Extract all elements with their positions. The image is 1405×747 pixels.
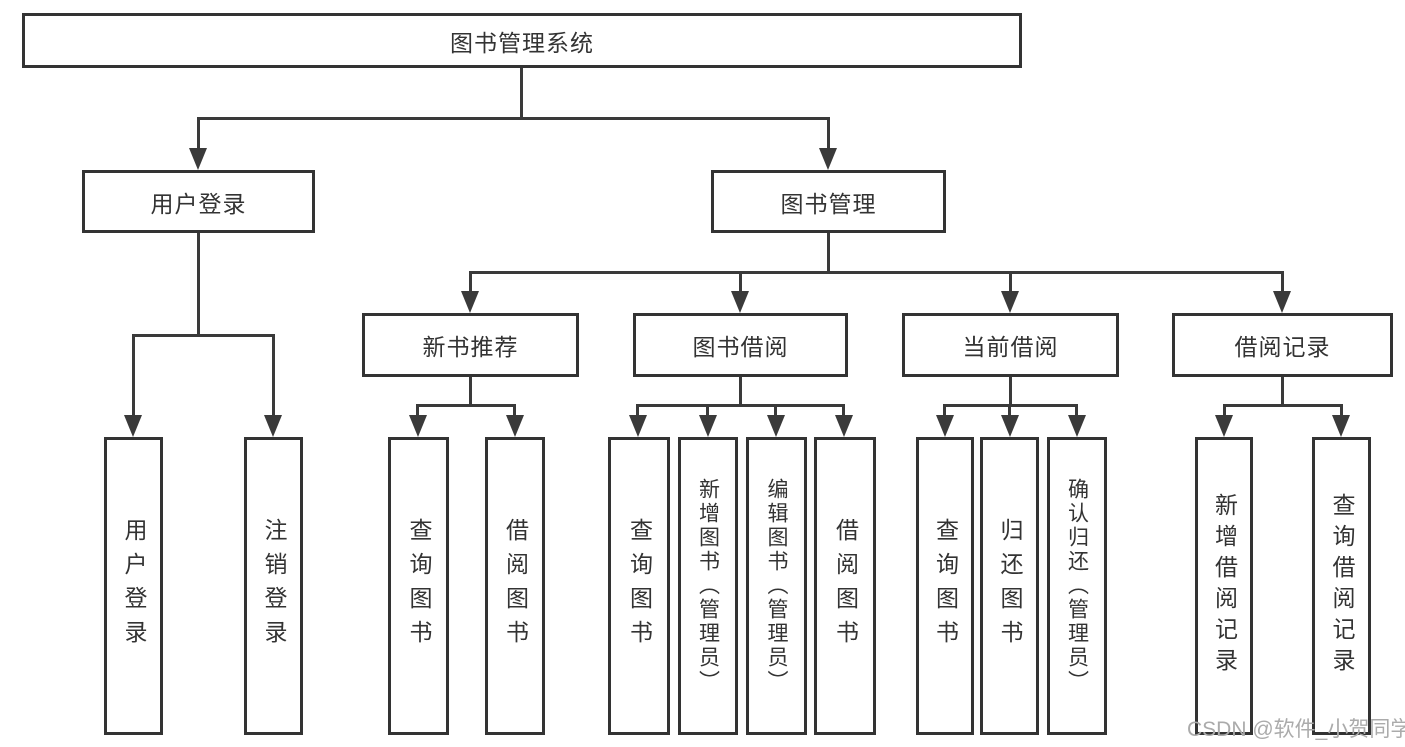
arrowhead-down-icon <box>699 415 717 437</box>
connector-line <box>416 404 419 418</box>
leaf-query-borrow-record: 查询借阅记录 <box>1312 437 1371 735</box>
node-borrowing-records-label: 借阅记录 <box>1234 334 1331 360</box>
connector-line <box>1340 404 1343 418</box>
connector-line <box>1009 377 1012 407</box>
node-book-management-label: 图书管理 <box>780 190 877 217</box>
leaf-query-books-3: 查询图书 <box>916 437 974 735</box>
arrowhead-down-icon <box>936 415 954 437</box>
leaf-query-borrow-record-label: 查询借阅记录 <box>1329 493 1355 679</box>
leaf-borrow-books-1-label: 借阅图书 <box>502 518 529 654</box>
leaf-borrow-books-2: 借阅图书 <box>814 437 876 735</box>
arrowhead-down-icon <box>1068 415 1086 437</box>
node-user-login: 用户登录 <box>82 170 315 233</box>
connector-line <box>197 117 830 120</box>
connector-line <box>636 404 639 418</box>
arrowhead-down-icon <box>731 291 749 313</box>
node-new-book-recommend: 新书推荐 <box>362 313 579 377</box>
connector-line <box>520 68 523 120</box>
leaf-logout: 注销登录 <box>244 437 303 735</box>
leaf-edit-books-admin: 编辑图书（管理员） <box>746 437 807 735</box>
leaf-return-books-label: 归还图书 <box>997 518 1023 654</box>
node-book-borrowing: 图书借阅 <box>633 313 848 377</box>
node-book-management: 图书管理 <box>711 170 946 233</box>
arrowhead-down-icon <box>506 415 524 437</box>
csdn-watermark: CSDN @软件_小贺同学 <box>1187 718 1405 741</box>
node-root: 图书管理系统 <box>22 13 1022 68</box>
connector-line <box>827 117 830 152</box>
connector-line <box>739 377 742 407</box>
leaf-query-books-1-label: 查询图书 <box>406 518 432 654</box>
connector-line <box>416 404 516 407</box>
arrowhead-down-icon <box>819 148 837 170</box>
arrowhead-down-icon <box>1332 415 1350 437</box>
arrowhead-down-icon <box>189 148 207 170</box>
connector-line <box>1075 404 1078 418</box>
connector-line <box>706 404 709 418</box>
connector-line <box>1009 271 1012 294</box>
arrowhead-down-icon <box>1001 415 1019 437</box>
arrowhead-down-icon <box>629 415 647 437</box>
connector-line <box>739 271 742 294</box>
node-current-borrowing: 当前借阅 <box>902 313 1119 377</box>
leaf-add-borrow-record-label: 新增借阅记录 <box>1211 493 1238 679</box>
leaf-query-books-1: 查询图书 <box>388 437 449 735</box>
connector-line <box>197 233 200 337</box>
connector-line <box>1281 271 1284 294</box>
arrowhead-down-icon <box>264 415 282 437</box>
node-new-book-recommend-label: 新书推荐 <box>422 334 519 360</box>
connector-line <box>1008 404 1011 418</box>
leaf-user-login-label: 用户登录 <box>121 518 147 654</box>
node-root-label: 图书管理系统 <box>450 29 594 56</box>
arrowhead-down-icon <box>767 415 785 437</box>
leaf-logout-label: 注销登录 <box>261 518 287 654</box>
leaf-edit-books-admin-label: 编辑图书（管理员） <box>765 478 788 694</box>
arrowhead-down-icon <box>1273 291 1291 313</box>
leaf-borrow-books-2-label: 借阅图书 <box>832 518 859 654</box>
leaf-user-login: 用户登录 <box>104 437 163 735</box>
leaf-add-books-admin: 新增图书（管理员） <box>678 437 738 735</box>
leaf-add-books-admin-label: 新增图书（管理员） <box>696 478 720 694</box>
connector-line <box>636 404 845 407</box>
node-current-borrowing-label: 当前借阅 <box>962 334 1059 360</box>
leaf-return-books: 归还图书 <box>980 437 1039 735</box>
arrowhead-down-icon <box>409 415 427 437</box>
leaf-confirm-return-admin-label: 确认归还（管理员） <box>1065 478 1089 694</box>
leaf-add-borrow-record: 新增借阅记录 <box>1195 437 1253 735</box>
leaf-query-books-3-label: 查询图书 <box>932 518 959 654</box>
connector-line <box>197 117 200 152</box>
connector-line <box>513 404 516 418</box>
leaf-borrow-books-1: 借阅图书 <box>485 437 545 735</box>
leaf-query-books-2: 查询图书 <box>608 437 670 735</box>
connector-line <box>272 334 275 418</box>
connector-line <box>827 233 830 273</box>
leaf-confirm-return-admin: 确认归还（管理员） <box>1047 437 1107 735</box>
node-borrowing-records: 借阅记录 <box>1172 313 1393 377</box>
connector-line <box>943 404 946 418</box>
node-user-login-label: 用户登录 <box>150 190 247 217</box>
leaf-query-books-2-label: 查询图书 <box>626 518 653 654</box>
arrowhead-down-icon <box>1001 291 1019 313</box>
arrowhead-down-icon <box>461 291 479 313</box>
connector-line <box>1281 377 1284 407</box>
connector-line <box>774 404 777 418</box>
connector-line <box>469 271 1284 274</box>
connector-line <box>469 271 472 294</box>
connector-line <box>1223 404 1343 407</box>
node-book-borrowing-label: 图书借阅 <box>692 334 789 360</box>
connector-line <box>842 404 845 418</box>
connector-line <box>132 334 275 337</box>
connector-line <box>1223 404 1226 418</box>
arrowhead-down-icon <box>1215 415 1233 437</box>
connector-line <box>132 334 135 418</box>
arrowhead-down-icon <box>124 415 142 437</box>
arrowhead-down-icon <box>835 415 853 437</box>
connector-line <box>469 377 472 407</box>
